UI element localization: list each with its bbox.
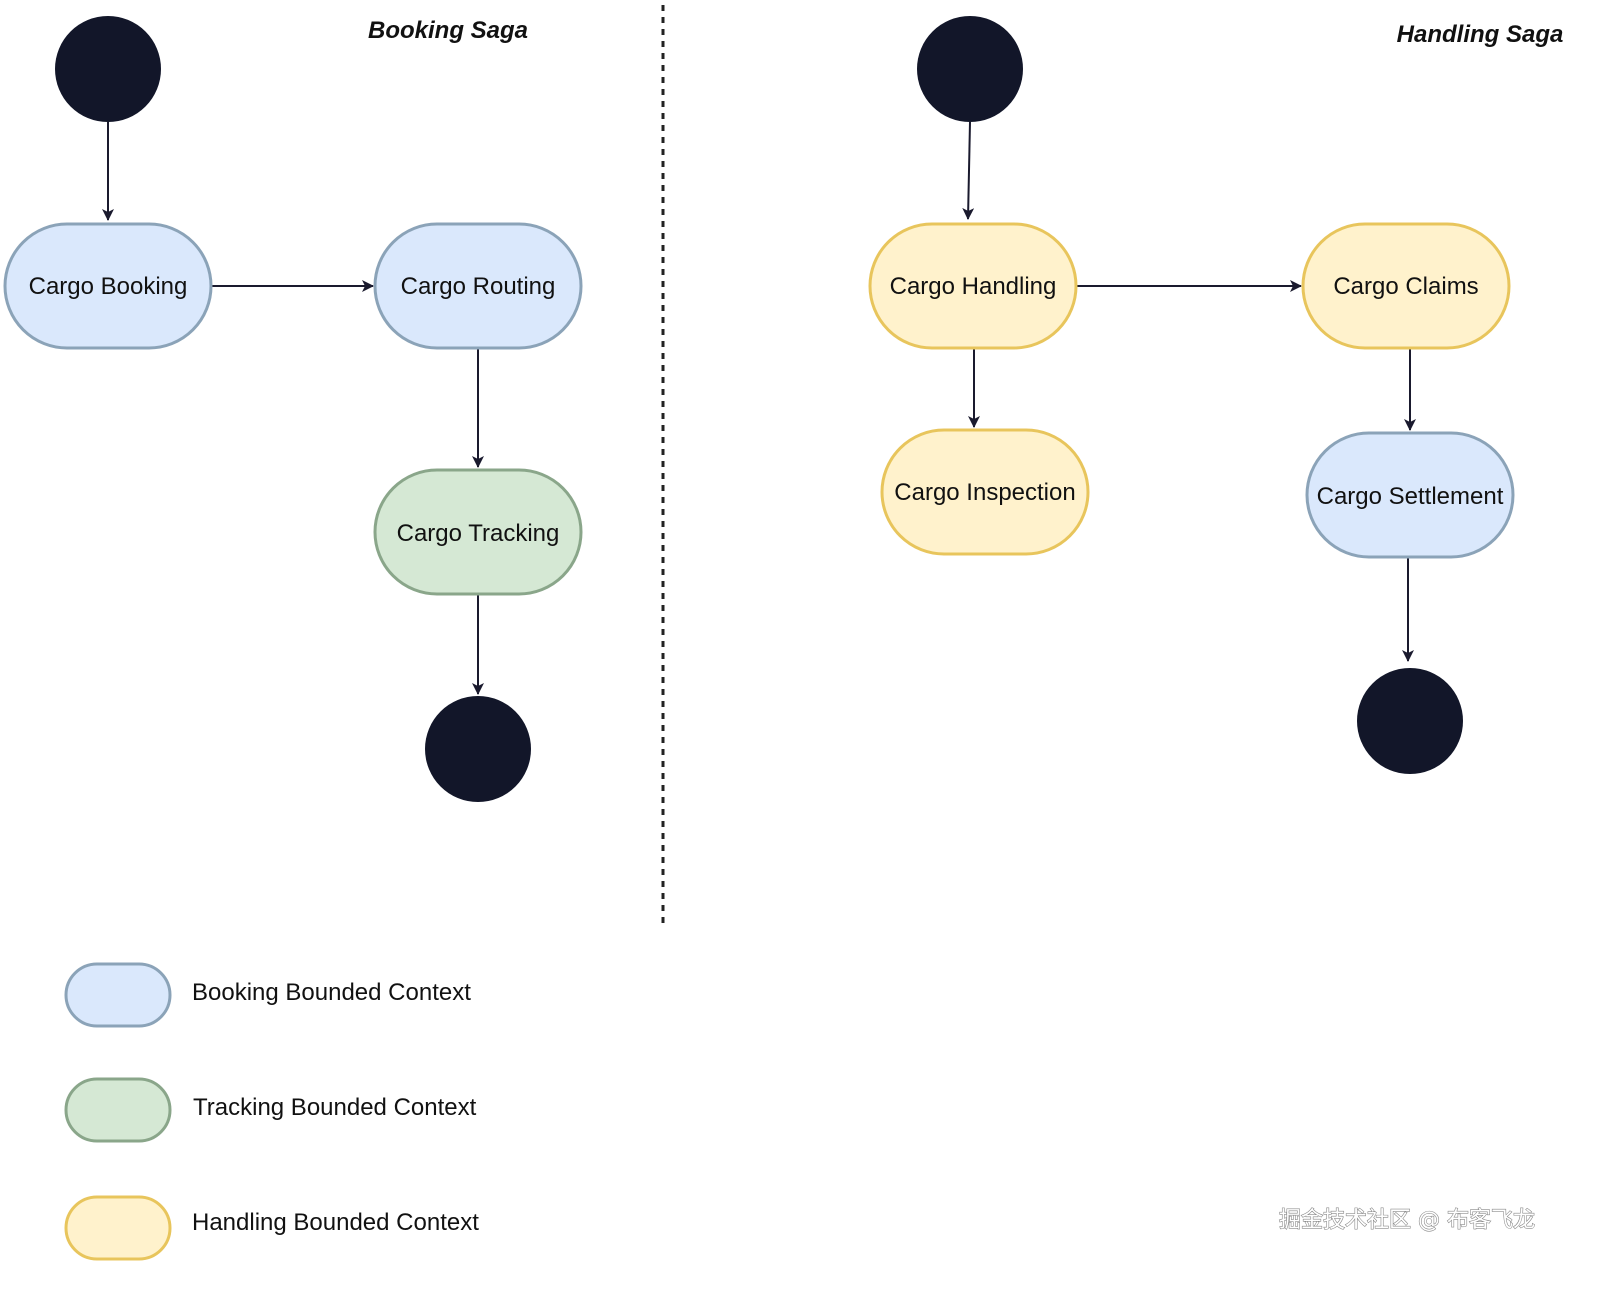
legend-item-tracking: Tracking Bounded Context: [64, 1077, 477, 1143]
handling-saga-edges: [962, 121, 1416, 662]
node-cargo-settlement[interactable]: Cargo Settlement: [1305, 431, 1515, 559]
node-cargo-booking-label: Cargo Booking: [29, 273, 188, 300]
node-cargo-handling[interactable]: Cargo Handling: [868, 222, 1078, 350]
legend-label-booking: Booking Bounded Context: [192, 979, 471, 1006]
handling-start-node: [917, 16, 1023, 122]
booking-saga-edges: [102, 122, 484, 695]
booking-saga-title: Booking Saga: [368, 17, 528, 44]
legend-label-handling: Handling Bounded Context: [192, 1209, 479, 1236]
node-cargo-claims[interactable]: Cargo Claims: [1301, 222, 1511, 350]
node-cargo-inspection-label: Cargo Inspection: [894, 479, 1075, 506]
booking-end-node: [425, 696, 531, 802]
node-cargo-handling-label: Cargo Handling: [890, 273, 1057, 300]
node-cargo-claims-label: Cargo Claims: [1333, 273, 1478, 300]
watermark-text: 掘金技术社区 @ 布客飞龙: [1279, 1208, 1535, 1233]
legend-swatch-handling: [64, 1195, 172, 1261]
legend-label-tracking: Tracking Bounded Context: [193, 1094, 477, 1121]
node-cargo-routing[interactable]: Cargo Routing: [373, 222, 583, 350]
legend-item-handling: Handling Bounded Context: [64, 1195, 479, 1261]
node-cargo-routing-label: Cargo Routing: [401, 273, 556, 300]
edge-start-to-cargo-handling: [962, 121, 975, 220]
handling-saga-title: Handling Saga: [1397, 21, 1564, 48]
node-cargo-tracking-label: Cargo Tracking: [397, 520, 560, 547]
legend-swatch-booking: [64, 962, 172, 1028]
node-cargo-inspection[interactable]: Cargo Inspection: [880, 428, 1090, 556]
node-cargo-booking[interactable]: Cargo Booking: [3, 222, 213, 350]
booking-start-node: [55, 16, 161, 122]
node-cargo-tracking[interactable]: Cargo Tracking: [373, 468, 583, 596]
legend: Booking Bounded Context Tracking Bounded…: [64, 962, 479, 1261]
legend-item-booking: Booking Bounded Context: [64, 962, 471, 1028]
handling-end-node: [1357, 668, 1463, 774]
legend-swatch-tracking: [64, 1077, 172, 1143]
node-cargo-settlement-label: Cargo Settlement: [1317, 483, 1504, 510]
